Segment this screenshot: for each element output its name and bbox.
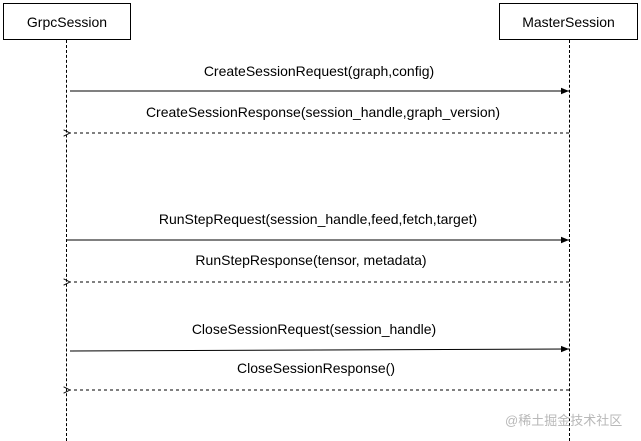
lifeline-master-session [569,40,570,441]
run-step-response-label: RunStepResponse(tensor, metadata) [195,252,427,268]
participant-label: MasterSession [522,13,615,30]
participant-master-session: MasterSession [499,3,638,40]
create-session-response-label: CreateSessionResponse(session_handle,gra… [145,104,501,120]
run-step-request-label: RunStepRequest(session_handle,feed,fetch… [158,211,478,227]
watermark: @稀土掘金技术社区 [505,413,623,428]
close-session-response-label: CloseSessionResponse() [237,360,395,376]
participant-label: GrpcSession [26,13,108,30]
close-session-request-arrow [69,345,570,353]
close-session-request-label: CloseSessionRequest(session_handle) [191,321,437,337]
create-session-request-label: CreateSessionRequest(graph,config) [203,63,435,79]
participant-grpc-session: GrpcSession [3,3,131,40]
